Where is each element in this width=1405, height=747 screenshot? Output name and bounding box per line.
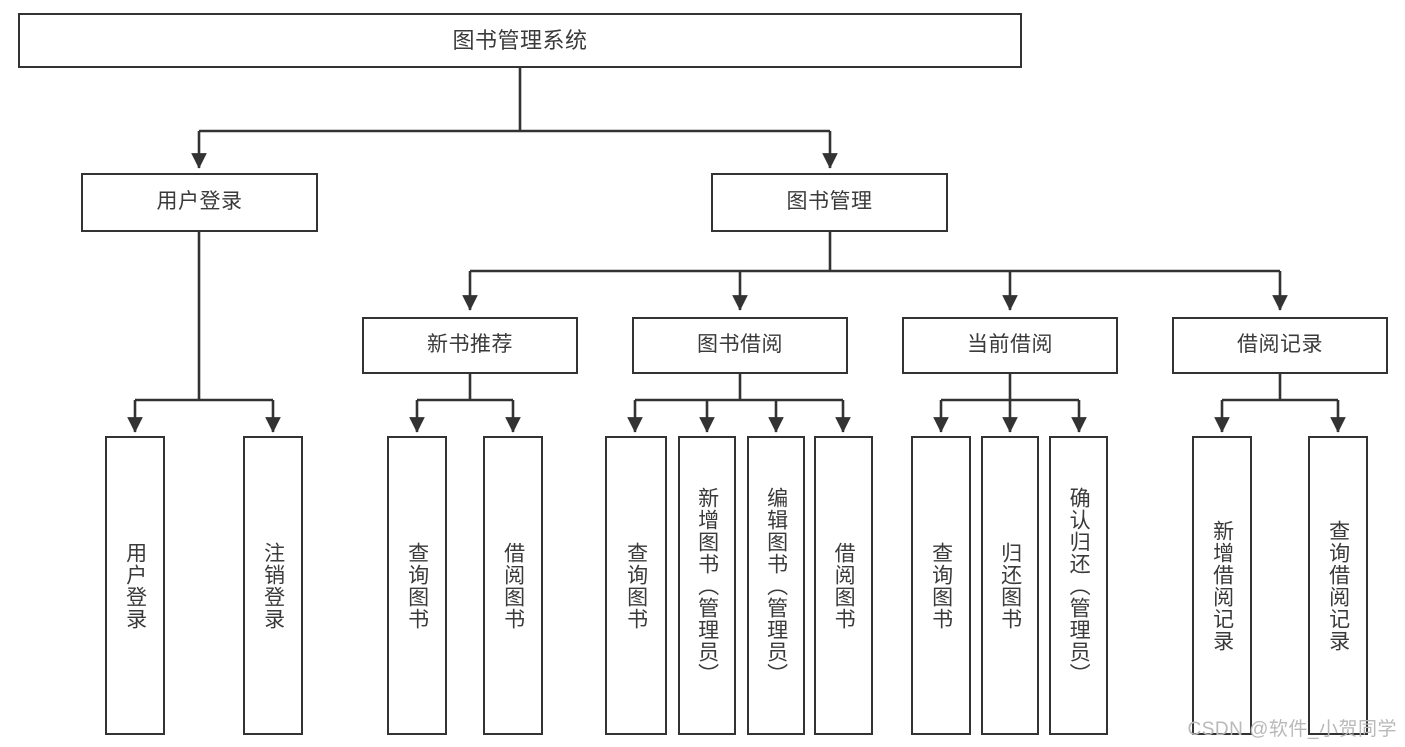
leaf-new-book-borrow-book[interactable]: 借阅图书 (483, 436, 543, 735)
node-label: 注销登录 (261, 541, 285, 630)
node-label: 用户登录 (123, 541, 147, 630)
node-label: 新书推荐 (427, 333, 513, 357)
node-book-borrow[interactable]: 图书借阅 (632, 317, 848, 374)
leaf-user-login-logout[interactable]: 注销登录 (243, 436, 303, 735)
node-label: 图书借阅 (697, 333, 783, 357)
node-current-borrow[interactable]: 当前借阅 (902, 317, 1118, 374)
node-label: 图书管理系统 (452, 27, 588, 53)
leaf-book-borrow-edit-book-admin[interactable]: 编辑图书（管理员） (747, 436, 805, 735)
leaf-borrow-record-query-record[interactable]: 查询借阅记录 (1308, 436, 1368, 735)
node-label: 新增借阅记录 (1210, 519, 1234, 652)
node-label: 借阅记录 (1237, 333, 1323, 357)
node-label: 查询借阅记录 (1326, 519, 1350, 652)
leaf-book-borrow-query-book[interactable]: 查询图书 (605, 436, 667, 735)
node-borrow-record[interactable]: 借阅记录 (1172, 317, 1388, 374)
node-label: 当前借阅 (967, 333, 1053, 357)
node-label: 借阅图书 (832, 541, 856, 630)
node-label: 归还图书 (998, 541, 1022, 630)
leaf-borrow-record-add-record[interactable]: 新增借阅记录 (1192, 436, 1252, 735)
leaf-current-borrow-query-book[interactable]: 查询图书 (911, 436, 971, 735)
node-label: 借阅图书 (501, 541, 525, 630)
leaf-current-borrow-confirm-return-admin[interactable]: 确认归还（管理员） (1049, 436, 1108, 735)
node-label: 编辑图书（管理员） (764, 486, 788, 685)
csdn-watermark: CSDN @软件_小贺同学 (1187, 719, 1397, 740)
node-new-book-recommend[interactable]: 新书推荐 (362, 317, 578, 374)
leaf-new-book-query-book[interactable]: 查询图书 (387, 436, 447, 735)
node-book-management[interactable]: 图书管理 (711, 173, 948, 232)
node-user-login[interactable]: 用户登录 (81, 173, 318, 232)
node-label: 查询图书 (929, 541, 953, 630)
node-label: 图书管理 (786, 190, 873, 214)
leaf-user-login-login[interactable]: 用户登录 (105, 436, 165, 735)
node-label: 新增图书（管理员） (695, 486, 719, 685)
node-label: 查询图书 (624, 541, 648, 630)
node-label: 查询图书 (405, 541, 429, 630)
leaf-book-borrow-add-book-admin[interactable]: 新增图书（管理员） (678, 436, 736, 735)
node-label: 用户登录 (156, 190, 243, 214)
node-label: 确认归还（管理员） (1067, 486, 1091, 685)
leaf-current-borrow-return-book[interactable]: 归还图书 (981, 436, 1039, 735)
node-root-book-management-system[interactable]: 图书管理系统 (18, 13, 1022, 68)
leaf-book-borrow-borrow-book[interactable]: 借阅图书 (814, 436, 873, 735)
